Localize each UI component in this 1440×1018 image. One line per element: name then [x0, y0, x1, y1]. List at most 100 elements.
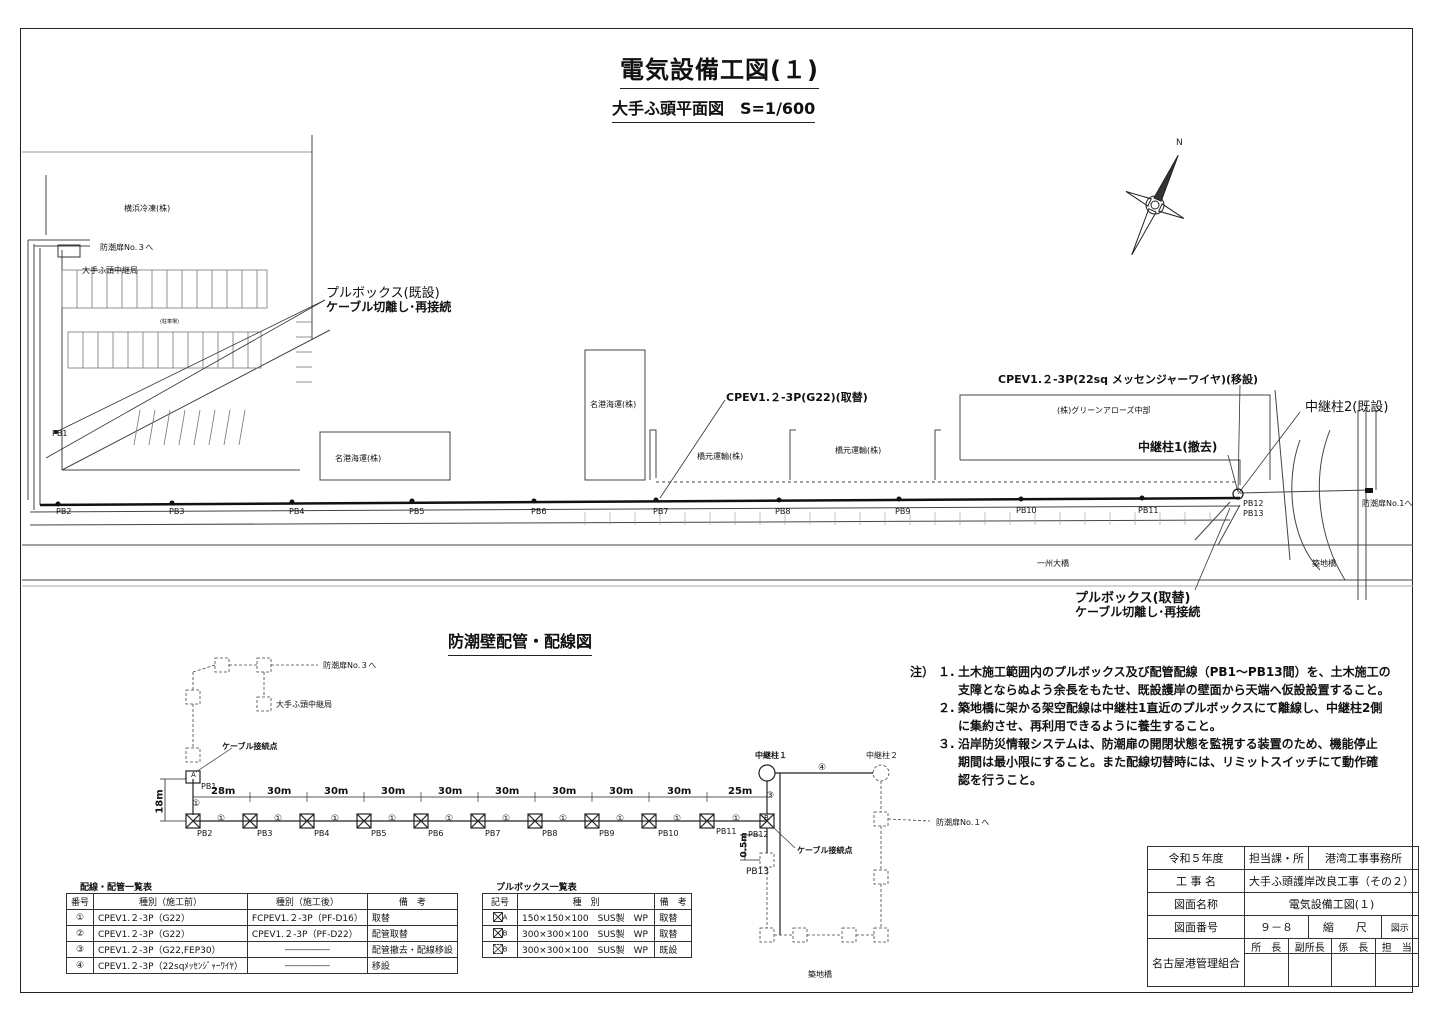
wiring-pb-label: PB5 [371, 829, 387, 838]
callout-cable-reconnect-2: ケーブル切離し･再接続 [1075, 605, 1201, 619]
stamp-box [1245, 954, 1289, 986]
distance-label: 30m [667, 786, 692, 797]
wiring-pb-label: PB2 [197, 829, 213, 838]
table-cell: B [482, 941, 518, 958]
dept-label: 担当課・所 [1244, 846, 1309, 870]
table-cell: CPEV1.２-3P（G22） [93, 925, 248, 942]
stamp-box [1376, 954, 1419, 986]
svg-text:N: N [1176, 138, 1183, 148]
wiring-pb-label: PB10 [658, 829, 679, 838]
table-header: 種別（施工後） [246, 893, 368, 910]
table-cell: CPEV1.２-3P（22sqﾒｯｾﾝｼﾞｬｰﾜｲﾔ） [93, 957, 248, 974]
project-cell: 大手ふ頭護岸改良工事（その２） [1244, 869, 1419, 893]
note-line: 認を行うこと。 [958, 773, 1043, 787]
note-line: 沿岸防災情報システムは、防潮扉の開閉状態を監視する装置のため、機能停止 [958, 737, 1378, 751]
distance-label: 30m [609, 786, 634, 797]
note-line: 築地橋に架かる架空配線は中継柱1直近のプルボックスにて離線し、中継柱2側 [958, 701, 1383, 715]
org-cell: 名古屋港管理組合 [1147, 938, 1245, 987]
note-number: １. [938, 665, 955, 679]
distance-label: 30m [495, 786, 520, 797]
company-label: (株)グリーンアローズ中部 [1057, 406, 1151, 415]
note-line: に集約させ、再利用できるように養生すること。 [958, 719, 1222, 733]
callout-pullbox-replace: プルボックス(取替) [1075, 591, 1191, 606]
notes-prefix: 注） [910, 665, 935, 679]
pb-label: PB10 [1016, 506, 1037, 515]
bridge-label: 築地橋 [1312, 559, 1336, 568]
relay-station-label: 大手ふ頭中継局 [276, 700, 332, 709]
relay-station-label: 大手ふ頭中継局 [82, 266, 138, 275]
table-cell: ③ [65, 941, 95, 958]
year-cell: 令和５年度 [1147, 846, 1245, 870]
drawing-label: 図面名称 [1147, 892, 1245, 916]
table-cell: 300×300×100 SUS製 WP [516, 941, 656, 958]
callout-relay-pole2: 中継柱2(既設) [1305, 400, 1389, 415]
wire-number-1: ① [732, 814, 741, 824]
table-cell: ④ [65, 957, 95, 974]
drawing-frame [20, 28, 1413, 993]
wire-number-1: ① [616, 814, 625, 824]
table-cell: 300×300×100 SUS製 WP [516, 925, 656, 942]
table-header: 備 考 [366, 893, 458, 910]
table-header: 備 考 [654, 893, 692, 910]
wiring-pb1-label: PB1 [201, 782, 217, 791]
table-header: 記号 [482, 893, 518, 910]
distance-label: 25m [728, 786, 753, 797]
gap-dimension: 0.5m [739, 832, 750, 858]
callout-cpev-messenger: CPEV1.２-3P(22sq メッセンジャーワイヤ)(移設) [998, 373, 1259, 386]
relay-pole2-label: 中継柱２ [866, 751, 898, 760]
title-block: 令和５年度 担当課・所 港湾工事事務所 工 事 名 大手ふ頭護岸改良工事（その２… [1147, 846, 1420, 987]
relay-pole1-label: 中継柱１ [755, 751, 787, 760]
table-header-row: 記号 種 別 備 考 [482, 893, 692, 910]
pb-label: PB12 [1243, 499, 1264, 508]
wire-number-1: ① [502, 814, 511, 824]
tidegate1-label: 防潮扉No.1へ [1362, 499, 1413, 508]
bridge-label: 築地橋 [808, 970, 832, 979]
stamp-box [1289, 954, 1332, 986]
company-label: 橋元運輸(株) [697, 452, 744, 461]
dept-cell: 港湾工事事務所 [1308, 846, 1419, 870]
scale-label: 縮 尺 [1308, 915, 1382, 939]
role-label: 所 長 [1245, 939, 1289, 954]
table-cell: 取替 [366, 909, 458, 926]
table-cell: 既設 [654, 941, 692, 958]
pb-label: PB9 [895, 507, 911, 516]
tidegate3-label: 防潮扉No.３へ [100, 243, 154, 252]
pb-label: PB1 [52, 429, 68, 438]
pb-label: PB11 [1138, 506, 1159, 515]
wiring-pb-label: PB3 [257, 829, 273, 838]
bridge-label: 一州大橋 [1037, 559, 1069, 568]
wire-number-1: ① [559, 814, 568, 824]
wire-number-1: ① [192, 799, 201, 809]
callout-cpev-g22: CPEV1.２-3P(G22)(取替) [726, 391, 868, 404]
cable-point-label: ケーブル接続点 [797, 846, 853, 855]
callout-pullbox-existing: プルボックス(既設) [326, 286, 440, 301]
table-cell: 取替 [654, 925, 692, 942]
wire-table-title: 配線・配管一覧表 [80, 883, 153, 893]
wire-number-3: ③ [766, 791, 775, 801]
wire-number-1: ① [217, 814, 226, 824]
table-cell: ① [65, 909, 95, 926]
note-line: 期間は最小限にすること。また配線切替時には、リミットスイッチにて動作確 [958, 755, 1379, 769]
pb-label: PB6 [531, 507, 547, 516]
stamp-row [1244, 953, 1419, 987]
section-title: 防潮壁配管・配線図 [448, 628, 593, 656]
wire-number-4: ④ [818, 763, 827, 773]
box-symbol-letter: B [502, 929, 508, 938]
table-header: 番号 [65, 893, 95, 910]
distance-label: 30m [381, 786, 406, 797]
role-label: 係 長 [1332, 939, 1376, 954]
wire-number-1: ① [445, 814, 454, 824]
pb-label: PB4 [289, 507, 305, 516]
role-label: 担 当 [1381, 943, 1412, 954]
table-cell: 移設 [366, 957, 458, 974]
page-title: 電気設備工図(１) [620, 50, 819, 89]
plan-title: 大手ふ頭平面図 S=1/600 [612, 95, 816, 123]
table-cell: ――――― [246, 941, 368, 958]
table-cell: 配管取替 [366, 925, 458, 942]
company-label: 橋元運輸(株) [835, 446, 882, 455]
wire-number-1: ① [274, 814, 283, 824]
